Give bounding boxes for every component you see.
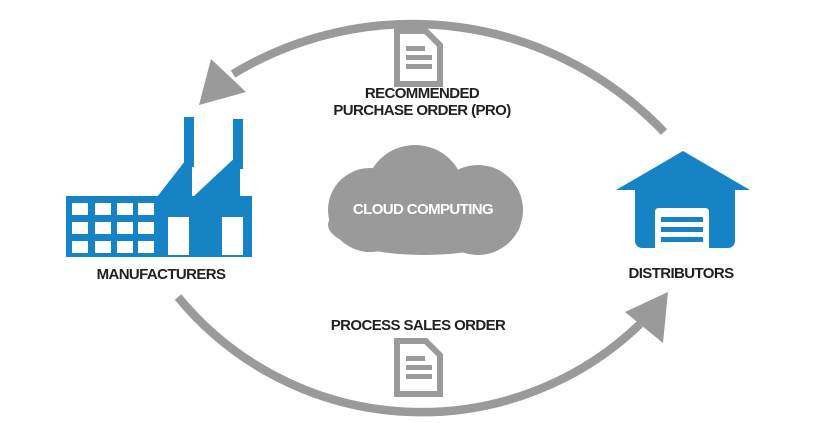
bottom-flow-arrowhead-icon — [625, 292, 668, 343]
top-flow-document-icon — [394, 28, 443, 87]
factory-window — [72, 241, 88, 253]
factory-window — [95, 222, 111, 234]
top-flow-label-line1: RECOMMENDED — [364, 85, 480, 102]
cloud-icon — [328, 145, 523, 255]
factory-window — [95, 241, 111, 253]
factory-window — [138, 203, 154, 215]
factory-window — [117, 203, 133, 215]
garage-door-slat — [661, 217, 703, 222]
warehouse-roof — [616, 151, 750, 190]
cloud-base — [328, 195, 520, 255]
top-flow-arrowhead-icon — [199, 59, 246, 105]
factory-sawtooth-roof — [157, 152, 192, 197]
bottom-flow-label: PROCESS SALES ORDER — [330, 317, 506, 334]
factory-door — [222, 217, 243, 255]
factory-door — [168, 217, 189, 255]
factory-window — [72, 203, 88, 215]
cycle-arrows — [174, 19, 668, 417]
manufacturers-label: MANUFACTURERS — [96, 266, 226, 283]
garage-door-slat — [661, 237, 703, 242]
factory-window — [117, 241, 133, 253]
factory-windows — [72, 203, 154, 253]
cloud-computing-label: CLOUD COMPUTING — [352, 201, 494, 218]
distributors-label: DISTRIBUTORS — [628, 265, 734, 282]
factory-window — [72, 222, 88, 234]
factory-chimney — [184, 117, 194, 167]
top-flow-label: RECOMMENDED PURCHASE ORDER (PRO) — [333, 85, 511, 119]
factory-chimney — [233, 119, 243, 169]
factory-window — [138, 222, 154, 234]
factory-window — [117, 222, 133, 234]
factory-icon — [66, 117, 252, 257]
factory-window — [138, 241, 154, 253]
top-flow-label-line2: PURCHASE ORDER (PRO) — [333, 102, 511, 119]
bottom-flow-arc — [174, 294, 643, 417]
factory-sawtooth-roof — [193, 153, 240, 197]
garage-door-slat — [661, 227, 703, 232]
top-flow-arc — [230, 19, 668, 135]
warehouse-icon — [616, 151, 750, 248]
factory-window — [95, 203, 111, 215]
bottom-flow-document-icon — [394, 338, 443, 397]
